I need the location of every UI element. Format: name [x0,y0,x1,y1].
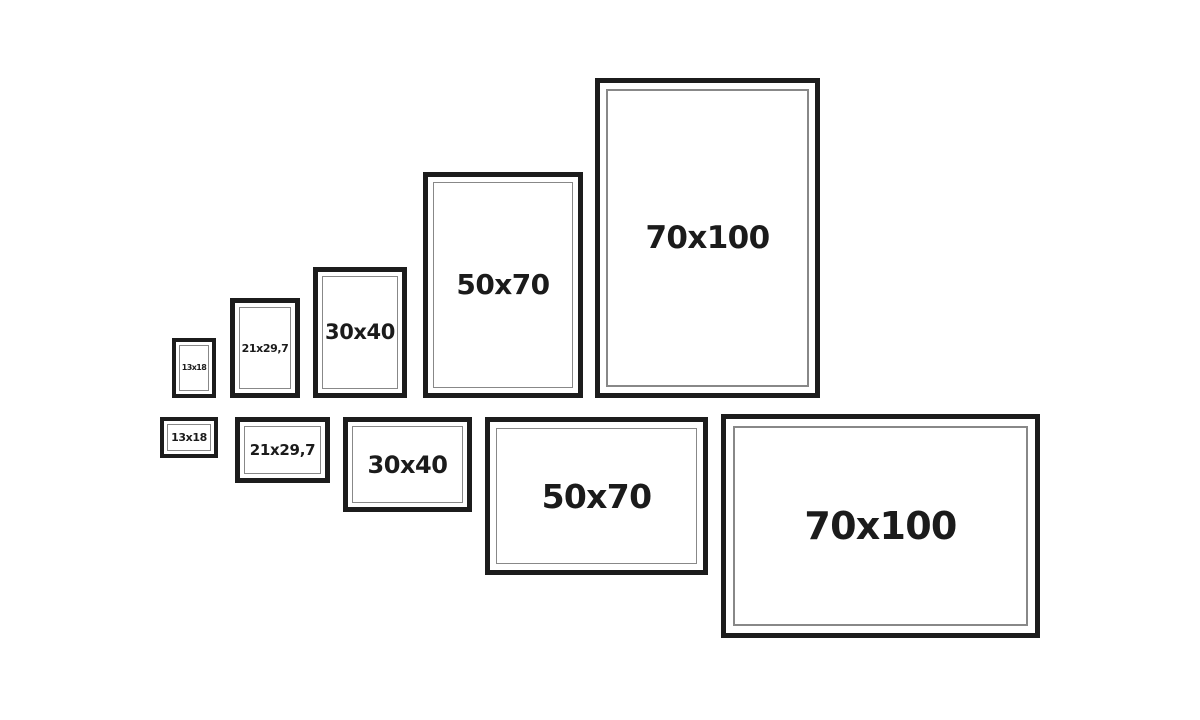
frame-size-label: 30x40 [325,320,395,344]
frame-portrait-30x40: 30x40 [313,267,407,398]
frame-size-label: 70x100 [804,504,957,548]
frame-mat: 70x100 [733,426,1028,626]
frame-size-label: 21x29,7 [241,341,289,355]
frame-portrait-21x29-7: 21x29,7 [230,298,300,398]
frame-size-label: 30x40 [367,450,448,479]
frame-landscape-21x29-7: 21x29,7 [235,417,330,483]
frame-mat: 21x29,7 [244,426,321,474]
frame-portrait-13x18: 13x18 [172,338,216,398]
frame-portrait-70x100: 70x100 [595,78,820,398]
frame-size-label: 50x70 [456,268,550,301]
frame-mat: 30x40 [352,426,463,503]
frame-size-label: 21x29,7 [249,440,316,459]
frame-landscape-13x18: 13x18 [160,417,218,458]
frame-mat: 13x18 [179,345,209,391]
frame-landscape-30x40: 30x40 [343,417,472,512]
frame-size-label: 13x18 [181,363,207,372]
frame-mat: 70x100 [606,89,809,387]
frame-mat: 50x70 [496,428,697,564]
frame-mat: 50x70 [433,182,573,388]
frame-landscape-50x70: 50x70 [485,417,708,575]
frame-landscape-70x100: 70x100 [721,414,1040,638]
frame-mat: 13x18 [167,424,211,451]
frame-mat: 21x29,7 [239,307,291,389]
frame-size-label: 13x18 [171,431,207,444]
frame-size-label: 70x100 [645,219,770,256]
frame-size-label: 50x70 [541,476,653,516]
frame-mat: 30x40 [322,276,398,389]
frame-portrait-50x70: 50x70 [423,172,583,398]
